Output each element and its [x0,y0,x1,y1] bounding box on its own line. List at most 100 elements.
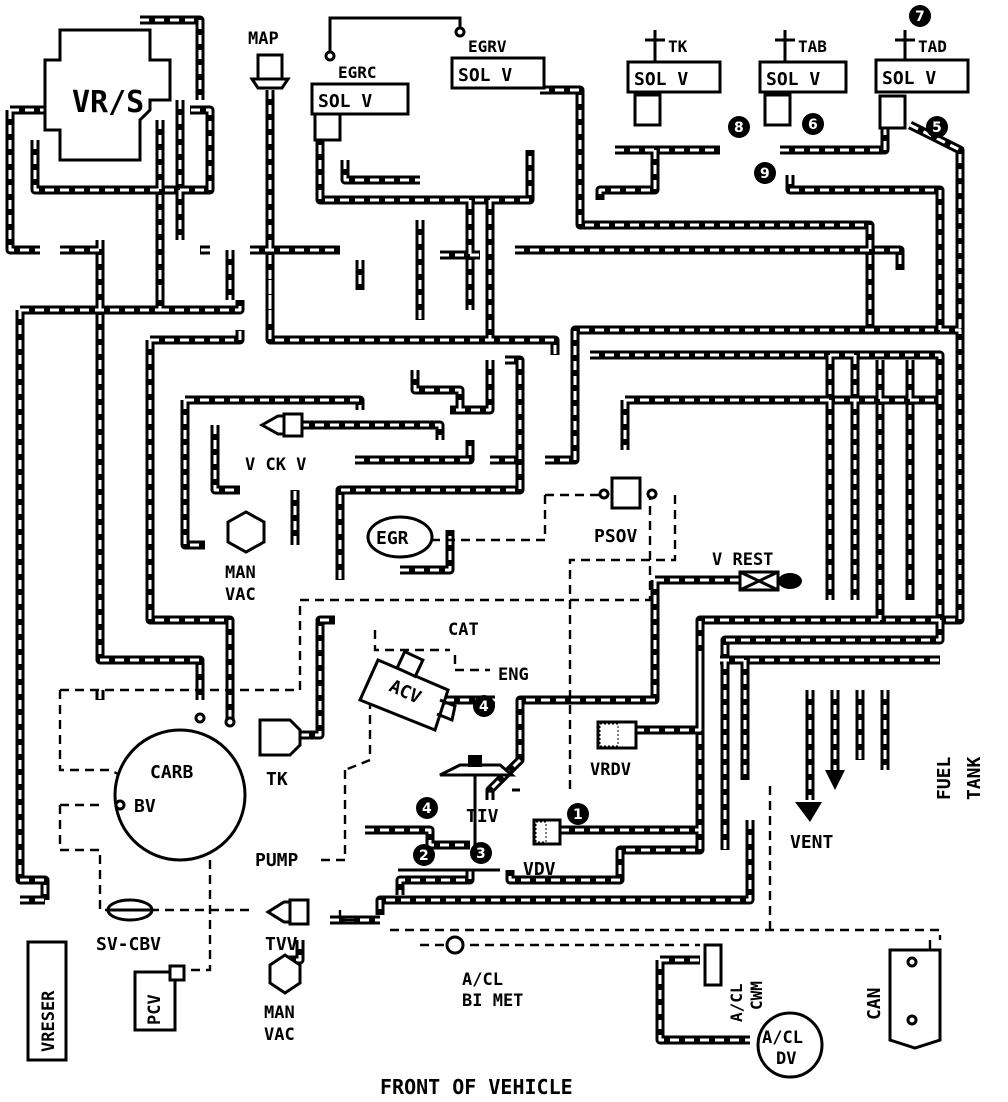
vent-label: VENT [790,832,834,853]
vacuum-hose-16 [265,90,560,355]
egr-valve: EGR [366,515,434,559]
vrdv-label: VRDV [590,760,631,780]
callout-1: 1 [567,803,589,825]
acl-bimet-acl: A/CL [462,970,503,990]
acl-cwm-acl: A/CL [727,983,746,1022]
vacuum-hose-core-28 [540,88,872,330]
vacuum-hose-core-40 [413,370,462,410]
vacuum-hose-27 [340,160,420,185]
vrdv-valve: VRDV [590,720,638,780]
vacuum-hose-34 [185,395,365,410]
throttle-kicker: TK [258,718,302,790]
fuel-tank-label: FUEL TANK [934,756,985,800]
diagram-title: FRONT OF VEHICLE [380,1075,573,1099]
vckv-label: V CK V [245,455,306,475]
svg-text:1: 1 [573,807,583,823]
vacuum-hose-core-61 [508,660,702,882]
egrv-label: EGRV [468,37,507,56]
egrc-label: EGRC [338,63,377,82]
svg-text:2: 2 [419,848,429,864]
vacuum-hose-core-63 [378,820,752,915]
vacuum-reservoir: VRESER [26,940,68,1062]
acl-cwm-label: CWM [747,981,766,1010]
fuel-label: FUEL [934,756,955,800]
svg-text:9: 9 [760,166,770,182]
vacuum-hose-26 [315,130,535,205]
vrs-valve: VR/S [43,28,172,162]
vacuum-hose-core-26 [318,130,532,202]
callouts: 1 2 3 4 4 5 6 7 8 9 [413,5,948,866]
vrs-label: VR/S [72,85,144,120]
cat-label: CAT [448,620,479,640]
pcv-label: PCV [145,994,165,1025]
vacuum-hose-35 [180,400,205,550]
vacuum-hose-33 [907,120,965,330]
callout-9: 9 [754,162,776,184]
vacuum-hose-core-30 [780,125,887,152]
acl-bimetal-sensor: A/CL BI MET [445,935,523,1011]
tad-label: TAD [918,37,947,56]
vacuum-check-valve: V CK V [245,412,306,475]
vacuum-hose-36 [210,425,240,495]
vacuum-hoses [5,15,965,1045]
vacuum-hose-core-45 [590,353,942,850]
acl-dv-acl: A/CL [762,1028,803,1048]
vacuum-hose-45 [590,350,945,850]
vdv-label: VDV [523,859,556,880]
man-vac-lower-vac: VAC [264,1025,295,1045]
vacuum-hose-core-52 [400,530,452,572]
tk-sol-v-label: SOL V [634,69,688,90]
vacuum-hose-37 [300,420,445,440]
callout-4-lower: 4 [416,797,438,819]
vacuum-hose-core-36 [213,425,240,492]
vacuum-hose-58 [395,870,475,895]
egrv-sol-v-label: SOL V [458,65,512,86]
map-sensor: MAP [248,29,291,90]
vacuum-hose-core-4 [8,110,40,252]
egrc-sol-v-label: SOL V [318,91,372,112]
acv-valve: ACV [357,649,457,732]
vacuum-restrictor: V REST [712,550,802,592]
pump-label: PUMP [255,850,299,871]
man-vac-upper-man: MAN [225,563,256,583]
svg-text:7: 7 [915,9,925,25]
vreser-label: VRESER [39,990,59,1052]
eng-label: ENG [498,665,529,685]
vacuum-hose-core-44 [545,328,962,622]
vacuum-hose-core-37 [300,423,442,440]
vacuum-hose-core-71 [658,960,750,1042]
can-label: CAN [864,987,885,1020]
tvv-valve: TVV [265,898,310,955]
vacuum-hose-core-58 [398,870,472,895]
vacuum-hose-core-9 [140,18,202,100]
manifold-vacuum-lower: MAN VAC [264,953,302,1045]
svg-text:5: 5 [932,120,942,136]
vacuum-hose-core-39 [355,440,472,462]
tab-sol-v-label: SOL V [766,69,820,90]
vacuum-hose-55 [270,615,335,740]
callout-8: 8 [728,116,750,138]
callout-6: 6 [802,113,824,135]
vacuum-hose-core-1 [18,310,47,900]
callout-4-upper: 4 [473,695,495,717]
egrv-solenoid-valve: EGRV SOL V [450,26,546,90]
svg-text:4: 4 [479,699,489,715]
svg-text:8: 8 [734,120,744,136]
tad-sol-v-label: SOL V [882,68,936,89]
callout-7: 7 [909,5,931,27]
svg-text:4: 4 [422,801,432,817]
vent-lines: VENT [790,770,845,853]
acl-bimet-label: BI MET [462,991,523,1011]
vrest-label: V REST [712,550,773,570]
vacuum-hose-30 [780,125,890,155]
vacuum-hose-core-21 [515,248,902,270]
man-vac-lower-man: MAN [264,1003,295,1023]
vacuum-hose-1 [15,310,50,900]
vacuum-hose-core-33 [909,123,962,330]
vacuum-hose-core-16 [268,90,557,355]
vacuum-hose-core-62 [560,820,702,832]
vacuum-hose-21 [515,245,905,270]
callout-2: 2 [413,844,435,866]
vacuum-hose-core-15 [150,330,242,342]
